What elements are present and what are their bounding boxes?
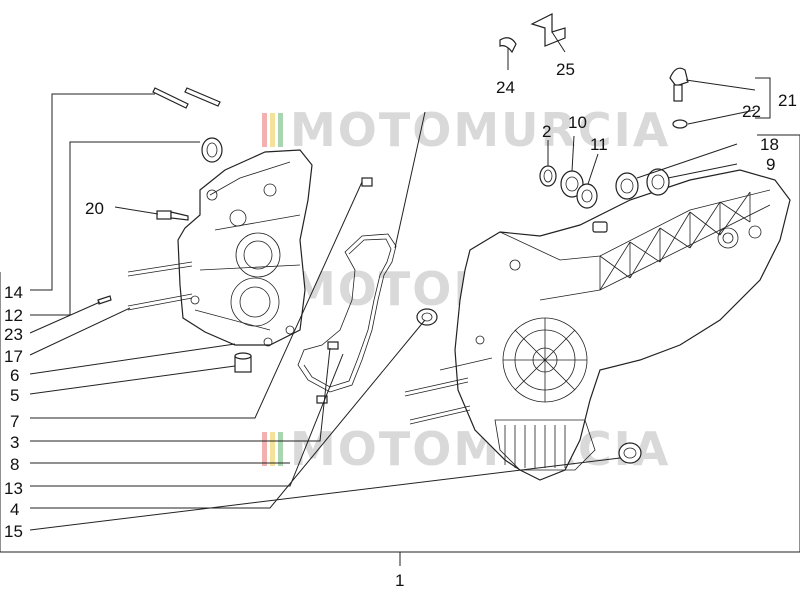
centering-dowels <box>316 177 373 404</box>
callout-1: 1 <box>395 571 404 590</box>
callout-5: 5 <box>10 386 19 405</box>
callout-9: 9 <box>766 155 775 174</box>
callout-20: 20 <box>85 199 104 218</box>
callout-23: 23 <box>4 325 23 344</box>
callout-18: 18 <box>760 135 779 154</box>
watermark-bottom: MOTOMURCIA <box>262 422 668 476</box>
callout-25: 25 <box>556 60 575 79</box>
callout-11: 11 <box>590 135 608 154</box>
callout-17: 17 <box>4 347 23 366</box>
watermark-text: MOTOMURCIA <box>290 103 670 157</box>
oil-seal-4 <box>416 308 438 326</box>
bracket-25 <box>530 13 566 47</box>
callout-labels: 14 12 23 17 6 5 7 3 8 13 4 15 20 1 24 25… <box>4 60 797 590</box>
callout-10: 10 <box>568 113 587 132</box>
callout-15: 15 <box>4 522 23 541</box>
bolt-20 <box>156 210 189 221</box>
callout-3: 3 <box>10 433 19 452</box>
o-ring-22 <box>672 119 688 129</box>
watermark-top: MOTOMURCIA <box>262 103 670 157</box>
right-crankcase-half <box>454 169 791 481</box>
oil-seal-left <box>201 137 223 163</box>
breather-21 <box>669 67 689 102</box>
right-studs <box>404 357 493 425</box>
left-studs <box>127 261 193 311</box>
dowel-pin-23 <box>97 295 112 305</box>
callout-13: 13 <box>4 479 23 498</box>
bearing-set <box>539 165 670 209</box>
callout-8: 8 <box>10 455 19 474</box>
left-crankcase-half <box>177 149 313 347</box>
drain-plug-5 <box>234 352 252 373</box>
callout-24: 24 <box>496 78 515 97</box>
callout-4: 4 <box>10 500 19 519</box>
bushing <box>592 221 608 233</box>
callout-14: 14 <box>4 283 23 302</box>
callout-21: 21 <box>778 91 797 110</box>
callout-12: 12 <box>4 306 23 325</box>
callout-7: 7 <box>10 412 19 431</box>
callout-2: 2 <box>542 122 551 141</box>
callout-6: 6 <box>10 366 19 385</box>
leader-lines <box>0 31 800 566</box>
callout-22: 22 <box>742 102 761 121</box>
oil-seal-15 <box>618 442 642 464</box>
clip-24 <box>499 37 517 54</box>
stud-bolts <box>152 87 221 109</box>
